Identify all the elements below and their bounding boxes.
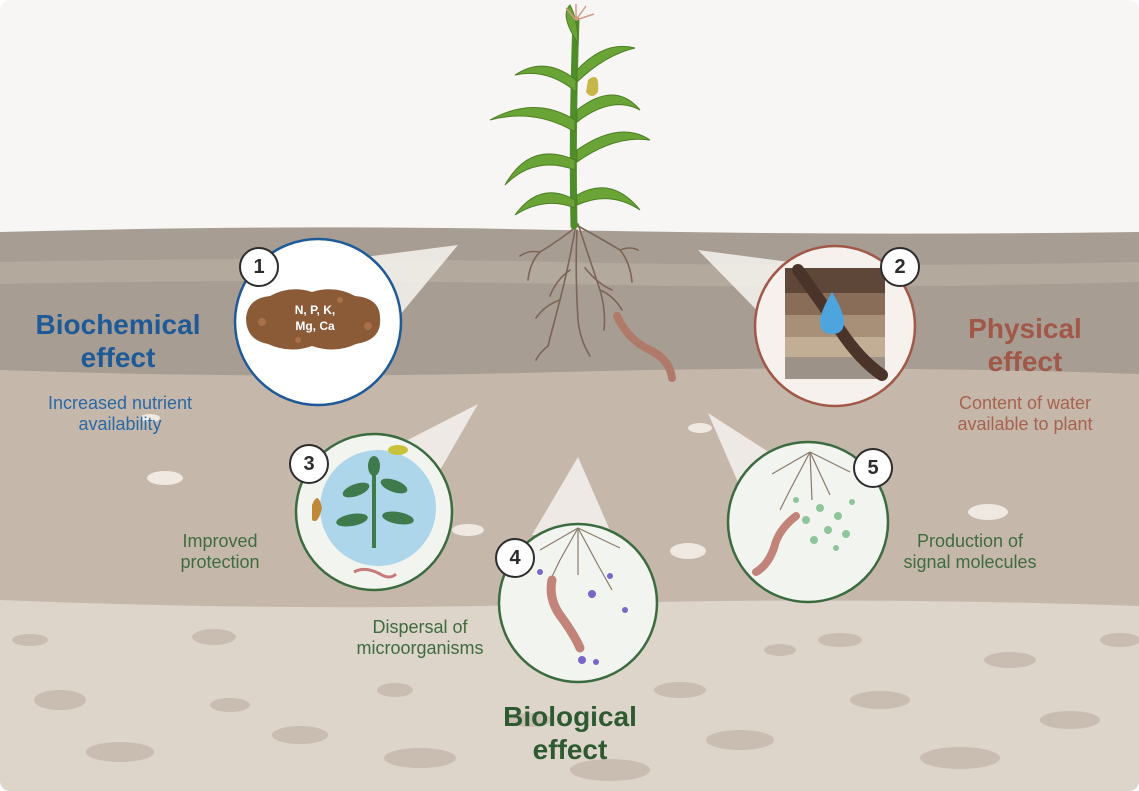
biochemical-desc-line-2: availability bbox=[78, 414, 162, 435]
plant-tassel bbox=[565, 4, 595, 21]
protection-label-line-2: protection bbox=[180, 552, 260, 573]
earthworm bbox=[752, 512, 800, 576]
signal-label-line-2: signal molecules bbox=[903, 552, 1037, 573]
step-badge-5: 5 bbox=[853, 448, 893, 488]
zoom-cone-4 bbox=[532, 457, 612, 535]
biological-title-line-2: effect bbox=[532, 734, 608, 766]
signal-label-line-1: Production of bbox=[916, 531, 1024, 551]
earthworm bbox=[613, 312, 676, 382]
insect-icon bbox=[312, 498, 322, 522]
biological-title-line-1: Biological bbox=[503, 701, 637, 732]
pebble bbox=[670, 543, 706, 559]
physical-title-line-2: effect bbox=[987, 346, 1063, 378]
pebble bbox=[688, 423, 712, 433]
plant-leaves bbox=[489, 4, 651, 216]
biochemical-title-line-2: effect bbox=[80, 342, 156, 374]
small-worm bbox=[353, 567, 398, 579]
physical-description: Content of water available to plant bbox=[915, 393, 1135, 435]
step-badge-1: 1 bbox=[239, 247, 279, 287]
plant-cob bbox=[586, 76, 599, 96]
nutrient-line-2: Mg, Ca bbox=[295, 318, 335, 333]
physical-desc-line-1: Content of water bbox=[958, 393, 1092, 413]
stones bbox=[12, 629, 1139, 781]
step-badge-2: 2 bbox=[880, 247, 920, 287]
circle-biochemical bbox=[233, 237, 403, 407]
biochemical-title: Biochemical effect bbox=[18, 308, 218, 374]
pebble bbox=[140, 414, 160, 422]
nutrient-line-1: N, P, K, bbox=[294, 303, 336, 317]
physical-title: Physical effect bbox=[925, 312, 1125, 378]
nutrient-clump bbox=[246, 289, 381, 350]
circle-signal bbox=[726, 440, 890, 604]
pebble bbox=[968, 504, 1008, 520]
biochemical-title-line-1: Biochemical bbox=[35, 309, 201, 340]
pebble bbox=[147, 471, 183, 485]
biochemical-description: Increased nutrient availability bbox=[10, 393, 230, 435]
pebble bbox=[452, 524, 484, 536]
protection-label-line-1: Improved bbox=[182, 531, 258, 551]
step-badge-4: 4 bbox=[495, 538, 535, 578]
physical-title-line-1: Physical bbox=[968, 313, 1082, 344]
circle-dispersal bbox=[497, 522, 659, 684]
soil-deep-layer bbox=[0, 600, 1139, 791]
bug-icon bbox=[388, 445, 408, 455]
microorganisms bbox=[537, 569, 628, 665]
circle-protection bbox=[294, 432, 454, 592]
signal-molecules bbox=[793, 497, 855, 551]
physical-desc-line-2: available to plant bbox=[957, 414, 1093, 435]
protection-label: Improved protection bbox=[160, 531, 280, 573]
signal-label: Production of signal molecules bbox=[880, 531, 1060, 573]
water-drop-icon bbox=[820, 292, 844, 334]
dispersal-label-line-1: Dispersal of bbox=[372, 617, 468, 637]
dispersal-label: Dispersal of microorganisms bbox=[330, 617, 510, 659]
biological-title: Biological effect bbox=[470, 700, 670, 766]
step-badge-3: 3 bbox=[289, 444, 329, 484]
dispersal-label-line-2: microorganisms bbox=[356, 638, 484, 659]
corn-plant bbox=[489, 4, 651, 361]
circle-physical bbox=[753, 244, 917, 408]
plant-roots bbox=[519, 223, 639, 361]
biochemical-desc-line-1: Increased nutrient bbox=[47, 393, 193, 413]
nutrient-label: N, P, K, Mg, Ca bbox=[270, 303, 360, 334]
earthworm bbox=[546, 575, 585, 653]
